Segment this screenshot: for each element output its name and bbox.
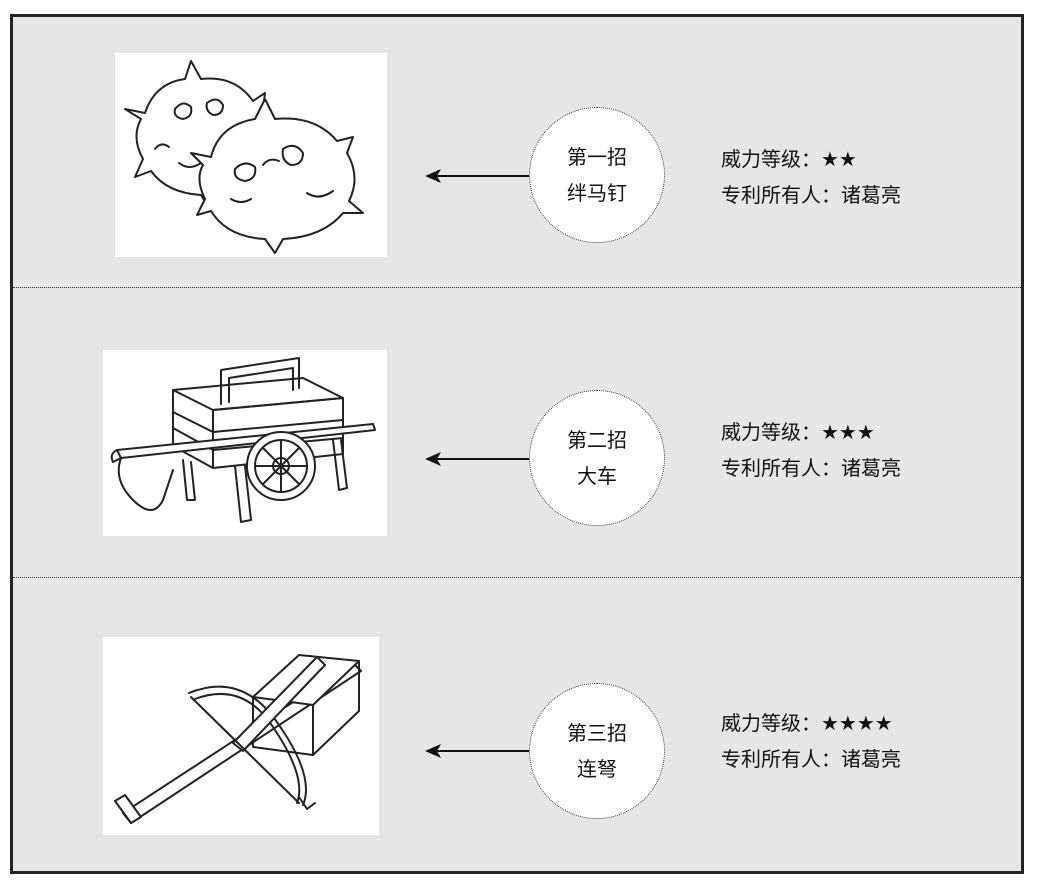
power-stars: ★★★: [821, 420, 875, 444]
weapon-name: 大车: [577, 464, 617, 488]
weapon-name: 绊马钉: [567, 181, 627, 205]
weapon-info: 威力等级：★★ 专利所有人：诸葛亮: [721, 141, 901, 213]
arrow-left-icon: [423, 449, 533, 469]
power-label: 威力等级：: [721, 147, 821, 171]
owner-name: 诸葛亮: [841, 747, 901, 771]
owner-label: 专利所有人：: [721, 183, 841, 207]
owner-name: 诸葛亮: [841, 456, 901, 480]
owner-label: 专利所有人：: [721, 747, 841, 771]
weapon-info: 威力等级：★★★ 专利所有人：诸葛亮: [721, 414, 901, 486]
divider: [13, 287, 1021, 288]
crossbow-illustration: [103, 637, 379, 835]
move-badge: 第一招 绊马钉: [529, 107, 665, 243]
arrow-left-icon: [423, 741, 533, 761]
caltrops-illustration: [115, 53, 387, 257]
power-stars: ★★★★: [821, 711, 893, 735]
move-number: 第三招: [567, 721, 627, 745]
weapons-panel: 第一招 绊马钉 威力等级：★★ 专利所有人：诸葛亮: [10, 14, 1024, 874]
owner-name: 诸葛亮: [841, 183, 901, 207]
weapon-name: 连弩: [577, 757, 617, 781]
cart-illustration: [103, 350, 387, 536]
move-number: 第一招: [567, 145, 627, 169]
owner-label: 专利所有人：: [721, 456, 841, 480]
move-number: 第二招: [567, 428, 627, 452]
weapon-info: 威力等级：★★★★ 专利所有人：诸葛亮: [721, 705, 901, 777]
move-badge: 第三招 连弩: [529, 683, 665, 819]
arrow-left-icon: [423, 166, 533, 186]
divider: [13, 577, 1021, 578]
power-label: 威力等级：: [721, 420, 821, 444]
weapon-row-1: 第一招 绊马钉 威力等级：★★ 专利所有人：诸葛亮: [13, 17, 1021, 287]
weapon-row-3: 第三招 连弩 威力等级：★★★★ 专利所有人：诸葛亮: [13, 579, 1021, 874]
power-stars: ★★: [821, 147, 857, 171]
weapon-row-2: 第二招 大车 威力等级：★★★ 专利所有人：诸葛亮: [13, 288, 1021, 578]
move-badge: 第二招 大车: [529, 390, 665, 526]
power-label: 威力等级：: [721, 711, 821, 735]
